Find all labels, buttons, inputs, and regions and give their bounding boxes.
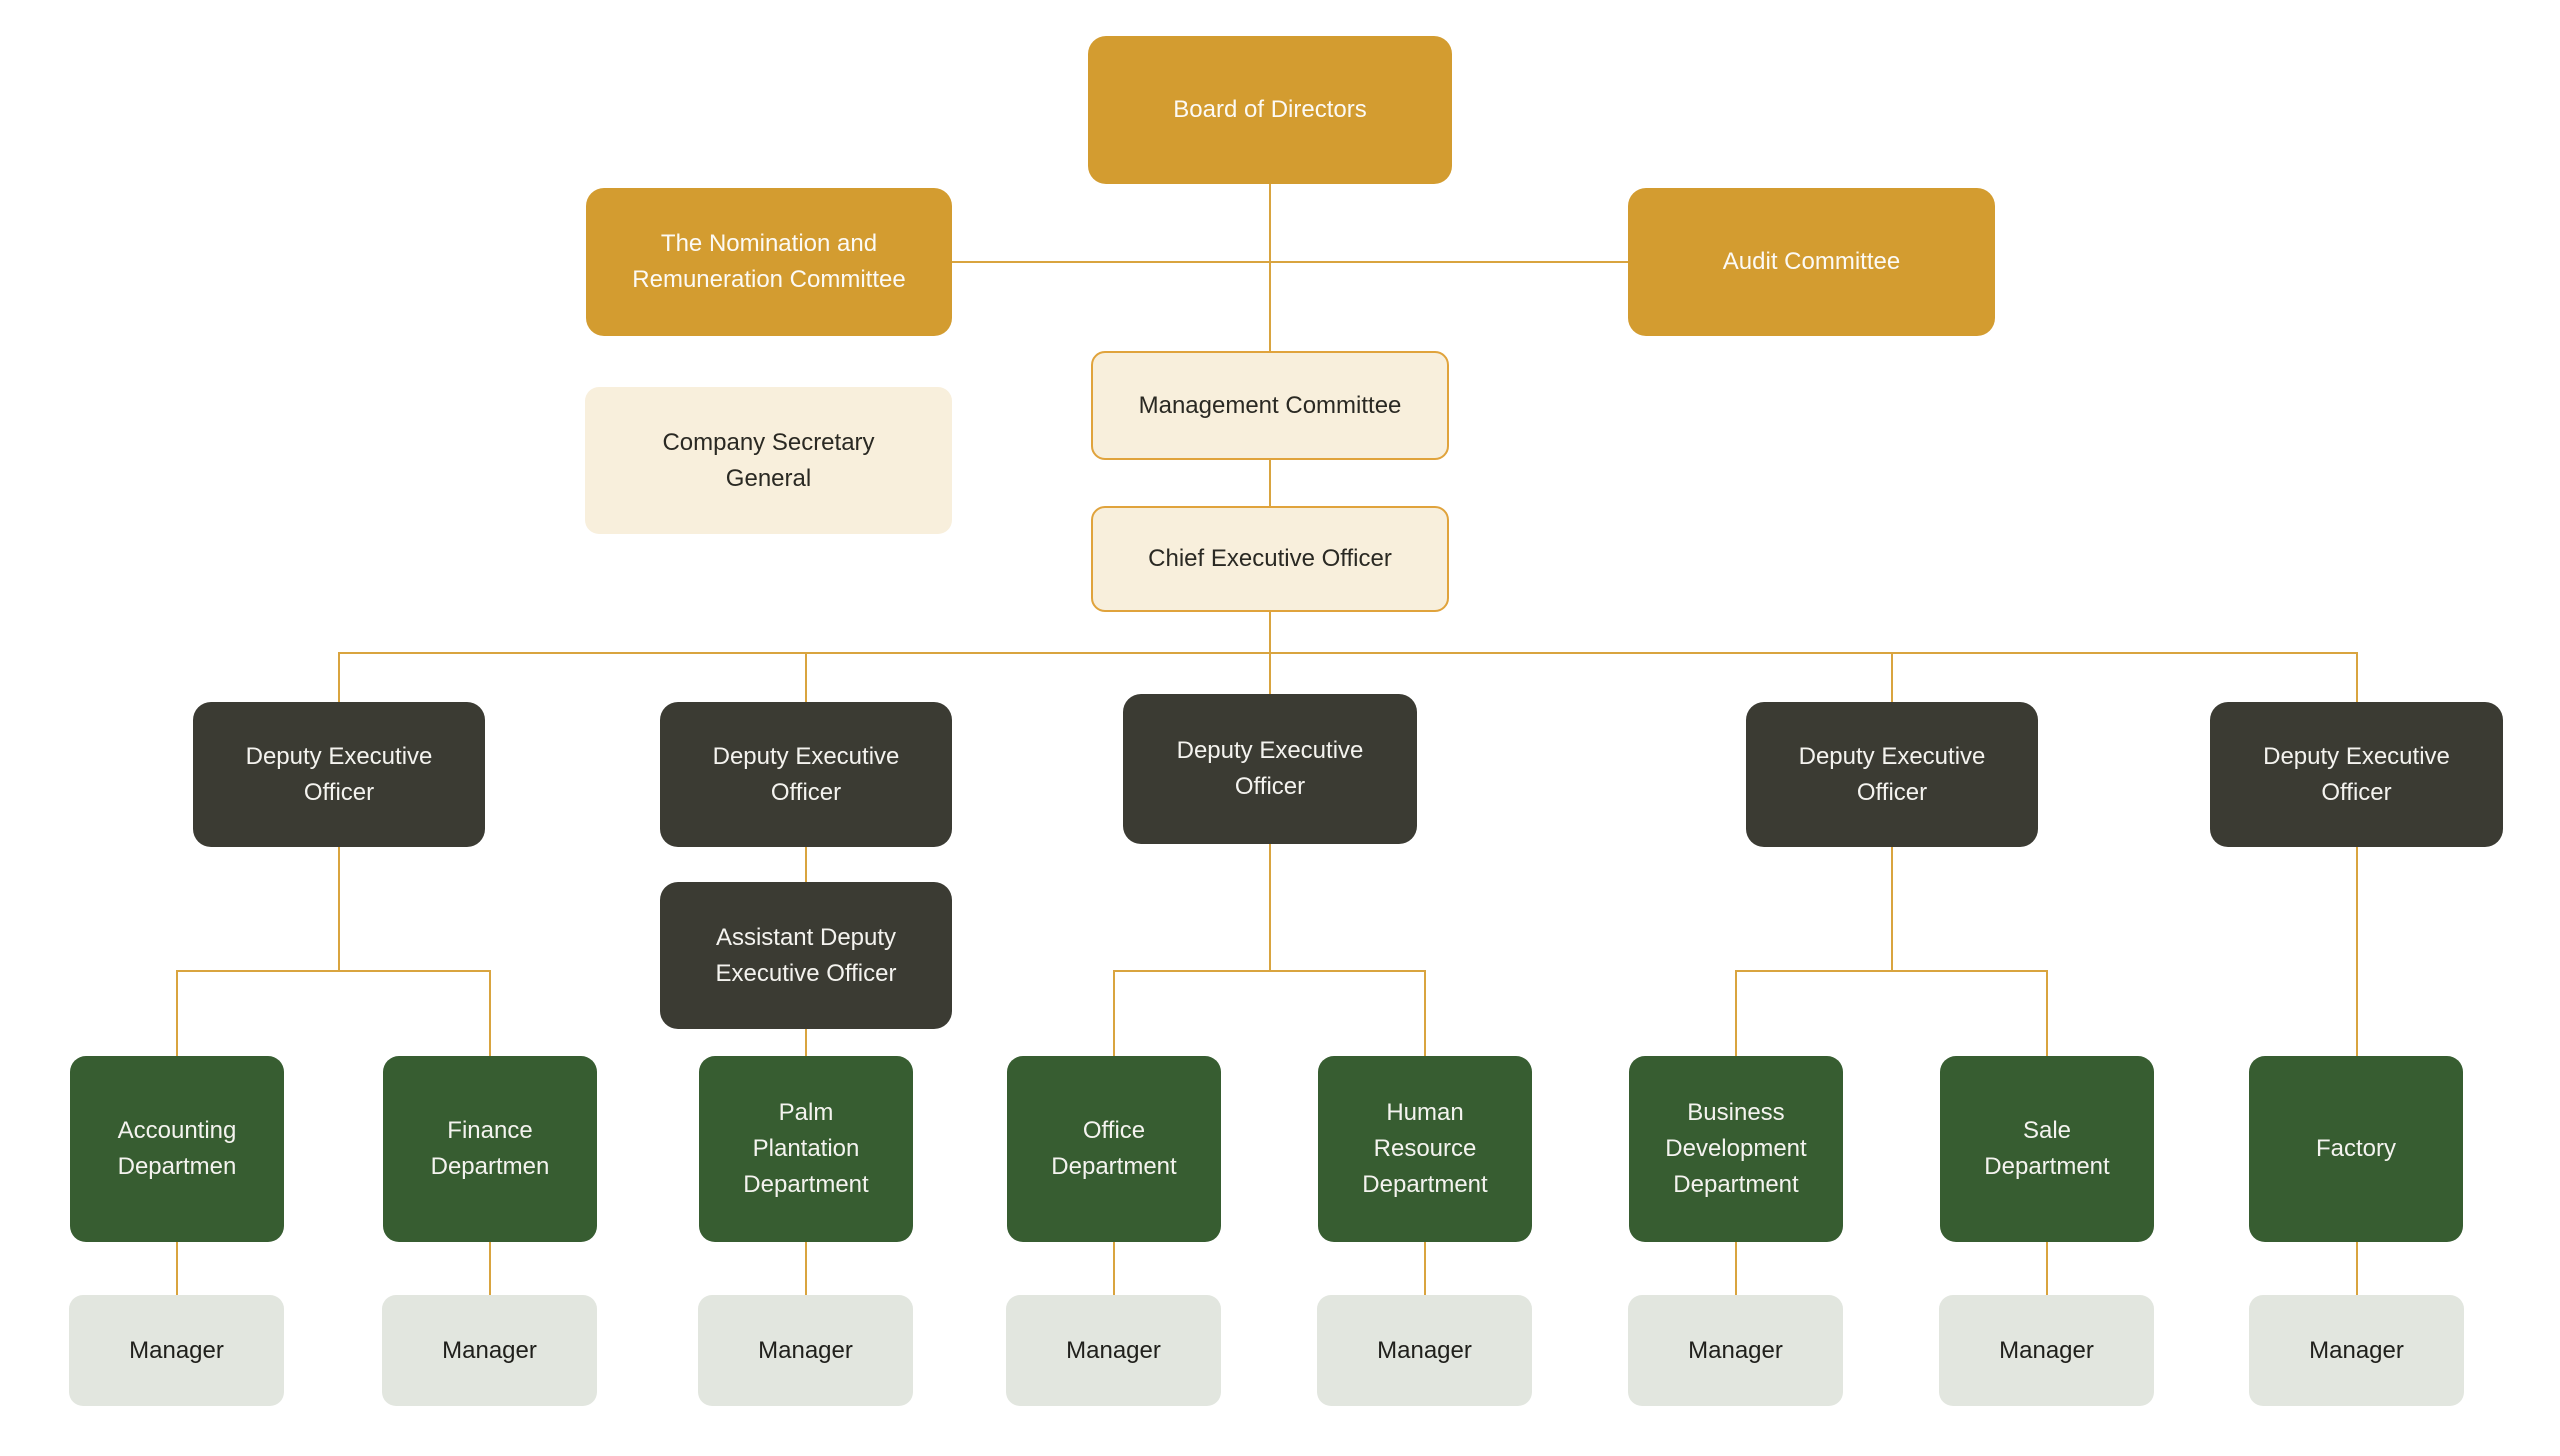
node-label: Factory xyxy=(2315,1135,2396,1162)
node-label: Manager xyxy=(758,1336,853,1364)
node-label: Sale Department xyxy=(1984,1117,2110,1180)
node-human-resource-department: Human Resource Department xyxy=(1318,1056,1532,1242)
node-label: Deputy Executive Officer xyxy=(712,742,900,806)
connector-board-to-management xyxy=(1269,184,1271,351)
connector-deputy2-to-assistant xyxy=(805,847,807,882)
connector-nomination-to-audit xyxy=(952,261,1628,263)
connector-bus-to-deputy-5 xyxy=(2356,652,2358,702)
connector-deputy-bus xyxy=(338,652,2358,654)
node-label: Audit Committee xyxy=(1722,248,1901,275)
node-company-secretary-general: Company Secretary General xyxy=(585,387,952,534)
node-audit-committee: Audit Committee xyxy=(1628,188,1995,336)
connector-bizdev-to-manager xyxy=(1735,1242,1737,1295)
connector-bus-to-deputy-2 xyxy=(805,652,807,702)
node-palm-plantation-department: Palm Plantation Department xyxy=(699,1056,913,1242)
connector-bus-to-deputy-4 xyxy=(1891,652,1893,702)
connector-to-sale xyxy=(2046,970,2048,1056)
node-label: Manager xyxy=(442,1336,537,1364)
node-office-department: Office Department xyxy=(1007,1056,1221,1242)
node-label: Manager xyxy=(1066,1336,1161,1364)
node-label: Board of Directors xyxy=(1173,96,1367,123)
node-label: Assistant Deputy Executive Officer xyxy=(715,923,897,987)
node-deputy-executive-officer-4: Deputy Executive Officer xyxy=(1746,702,2038,847)
node-label: Palm Plantation Department xyxy=(743,1099,869,1198)
connector-to-office xyxy=(1113,970,1115,1056)
connector-deputy1-split xyxy=(176,970,491,972)
node-label: Business Development Department xyxy=(1665,1099,1807,1198)
node-manager-palm-plantation: Manager xyxy=(698,1295,913,1406)
connector-deputy4-down xyxy=(1891,847,1893,970)
node-accounting-department: Accounting Departmen xyxy=(70,1056,284,1242)
connector-to-hr xyxy=(1424,970,1426,1056)
connector-deputy1-down xyxy=(338,847,340,970)
connector-assistant-to-palm xyxy=(805,1029,807,1056)
connector-bus-to-deputy-3 xyxy=(1269,652,1271,694)
connector-factory-to-manager xyxy=(2356,1242,2358,1295)
connector-sale-to-manager xyxy=(2046,1242,2048,1295)
node-label: Deputy Executive Officer xyxy=(1798,742,1986,806)
connector-hr-to-manager xyxy=(1424,1242,1426,1295)
connector-to-finance xyxy=(489,970,491,1056)
node-label: Manager xyxy=(129,1336,224,1364)
node-label: The Nomination and Remuneration Committe… xyxy=(632,230,906,293)
node-label: Accounting Departmen xyxy=(117,1117,237,1180)
node-deputy-executive-officer-5: Deputy Executive Officer xyxy=(2210,702,2503,847)
node-label: Chief Executive Officer xyxy=(1148,545,1392,572)
node-label: Manager xyxy=(1999,1336,2094,1364)
node-business-development-department: Business Development Department xyxy=(1629,1056,1843,1242)
node-label: Office Department xyxy=(1051,1117,1177,1180)
node-deputy-executive-officer-3: Deputy Executive Officer xyxy=(1123,694,1417,844)
connector-management-to-ceo xyxy=(1269,460,1271,506)
connector-ceo-to-bus xyxy=(1269,612,1271,652)
connector-deputy5-to-factory xyxy=(2356,847,2358,1056)
node-chief-executive-officer: Chief Executive Officer xyxy=(1091,506,1449,612)
connector-to-bizdev xyxy=(1735,970,1737,1056)
node-deputy-executive-officer-2: Deputy Executive Officer xyxy=(660,702,952,847)
node-sale-department: Sale Department xyxy=(1940,1056,2154,1242)
node-factory: Factory xyxy=(2249,1056,2463,1242)
connector-bus-to-deputy-1 xyxy=(338,652,340,702)
node-label: Company Secretary General xyxy=(662,428,875,492)
node-label: Human Resource Department xyxy=(1362,1099,1488,1198)
connector-finance-to-manager xyxy=(489,1242,491,1295)
connector-palm-to-manager xyxy=(805,1242,807,1295)
node-label: Manager xyxy=(2309,1336,2404,1364)
connector-deputy3-split xyxy=(1113,970,1426,972)
node-deputy-executive-officer-1: Deputy Executive Officer xyxy=(193,702,485,847)
node-board-of-directors: Board of Directors xyxy=(1088,36,1452,184)
node-manager-sale: Manager xyxy=(1939,1295,2154,1406)
node-manager-human-resource: Manager xyxy=(1317,1295,1532,1406)
node-manager-business-development: Manager xyxy=(1628,1295,1843,1406)
connector-to-accounting xyxy=(176,970,178,1056)
node-manager-accounting: Manager xyxy=(69,1295,284,1406)
node-label: Deputy Executive Officer xyxy=(2263,742,2450,806)
node-label: Finance Departmen xyxy=(430,1117,550,1180)
connector-accounting-to-manager xyxy=(176,1242,178,1295)
node-manager-factory: Manager xyxy=(2249,1295,2464,1406)
node-label: Manager xyxy=(1377,1336,1472,1364)
node-finance-department: Finance Departmen xyxy=(383,1056,597,1242)
node-label: Deputy Executive Officer xyxy=(1176,737,1364,800)
node-label: Management Committee xyxy=(1138,391,1402,419)
node-nomination-remuneration-committee: The Nomination and Remuneration Committe… xyxy=(586,188,952,336)
connector-deputy3-down xyxy=(1269,844,1271,970)
node-label: Manager xyxy=(1688,1336,1783,1364)
node-assistant-deputy-executive-officer: Assistant Deputy Executive Officer xyxy=(660,882,952,1029)
node-label: Deputy Executive Officer xyxy=(245,742,433,806)
node-management-committee: Management Committee xyxy=(1091,351,1449,460)
node-manager-finance: Manager xyxy=(382,1295,597,1406)
node-manager-office: Manager xyxy=(1006,1295,1221,1406)
connector-office-to-manager xyxy=(1113,1242,1115,1295)
connector-deputy4-split xyxy=(1735,970,2048,972)
